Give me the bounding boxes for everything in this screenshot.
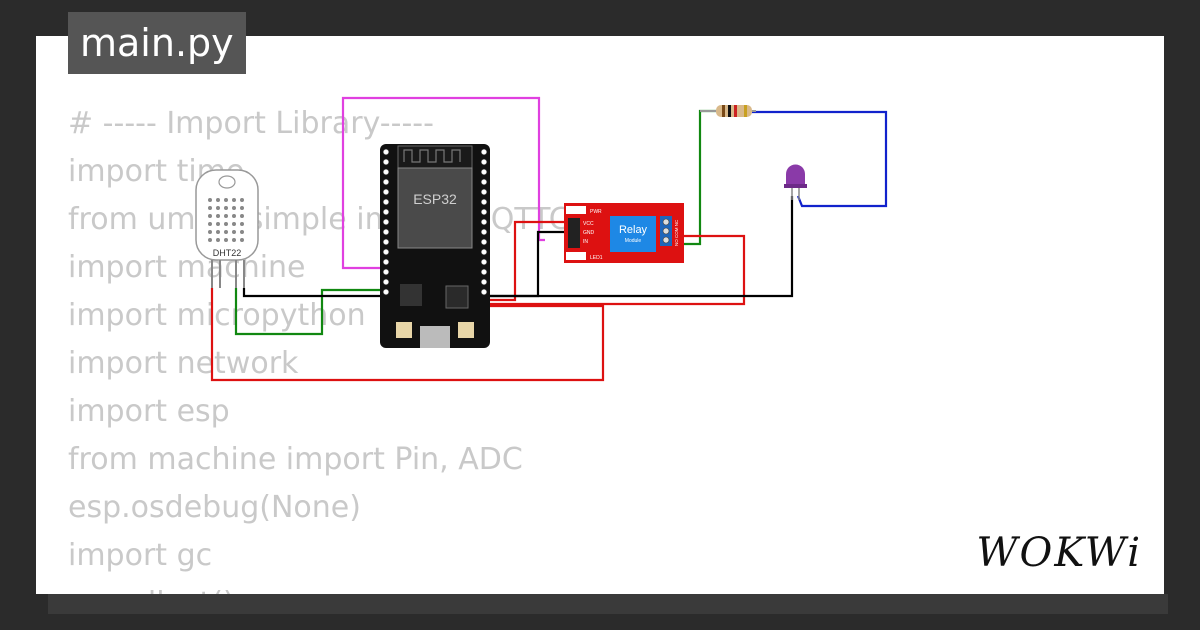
code-line: import gc <box>68 538 213 573</box>
relay-pin-gnd: GND <box>583 230 595 236</box>
relay-module: PWR LED1 VCC GND IN Relay Module NO COM … <box>564 203 684 263</box>
code-line: import micropython <box>68 298 366 333</box>
code-line: # ----- Import Library----- <box>68 106 434 141</box>
wire-black-relay <box>484 230 567 298</box>
dht22-sensor: DHT22 <box>195 169 259 288</box>
esp32-label: ESP32 <box>413 191 457 207</box>
wire-red-sensor <box>210 288 605 382</box>
wire-green-sensor <box>234 288 386 336</box>
relay-led-label: LED1 <box>590 255 603 261</box>
code-line: import network <box>68 346 299 381</box>
wire-red-led <box>484 234 746 306</box>
code-line: gc.collect() <box>68 580 636 594</box>
esp32-board: ESP32 <box>380 144 490 348</box>
wire-black-sensor <box>242 288 384 298</box>
wire-blue <box>752 110 888 208</box>
code-line: from machine import Pin, ADC <box>68 442 523 477</box>
wokwi-logo: WOKWi <box>976 530 1142 576</box>
relay-terminals-label: NO COM NC <box>674 219 679 246</box>
file-tab[interactable]: main.py <box>68 12 246 74</box>
code-line: import esp <box>68 394 230 429</box>
resistor <box>700 105 756 117</box>
card-shadow <box>48 594 1168 614</box>
esp32-right-pins <box>480 148 488 296</box>
wire-red-relay <box>484 220 567 302</box>
wire-black-led <box>484 196 794 298</box>
led-purple <box>784 164 807 200</box>
relay-pwr-label: PWR <box>590 209 602 215</box>
code-line: esp.osdebug(None) <box>68 490 361 525</box>
relay-pin-in: IN <box>583 239 588 245</box>
wire-magenta <box>341 96 545 270</box>
esp32-left-pins <box>382 148 390 296</box>
dht22-label: DHT22 <box>213 248 242 258</box>
relay-pin-vcc: VCC <box>583 221 594 227</box>
relay-subtitle: Module <box>625 238 642 244</box>
relay-title: Relay <box>619 224 648 236</box>
